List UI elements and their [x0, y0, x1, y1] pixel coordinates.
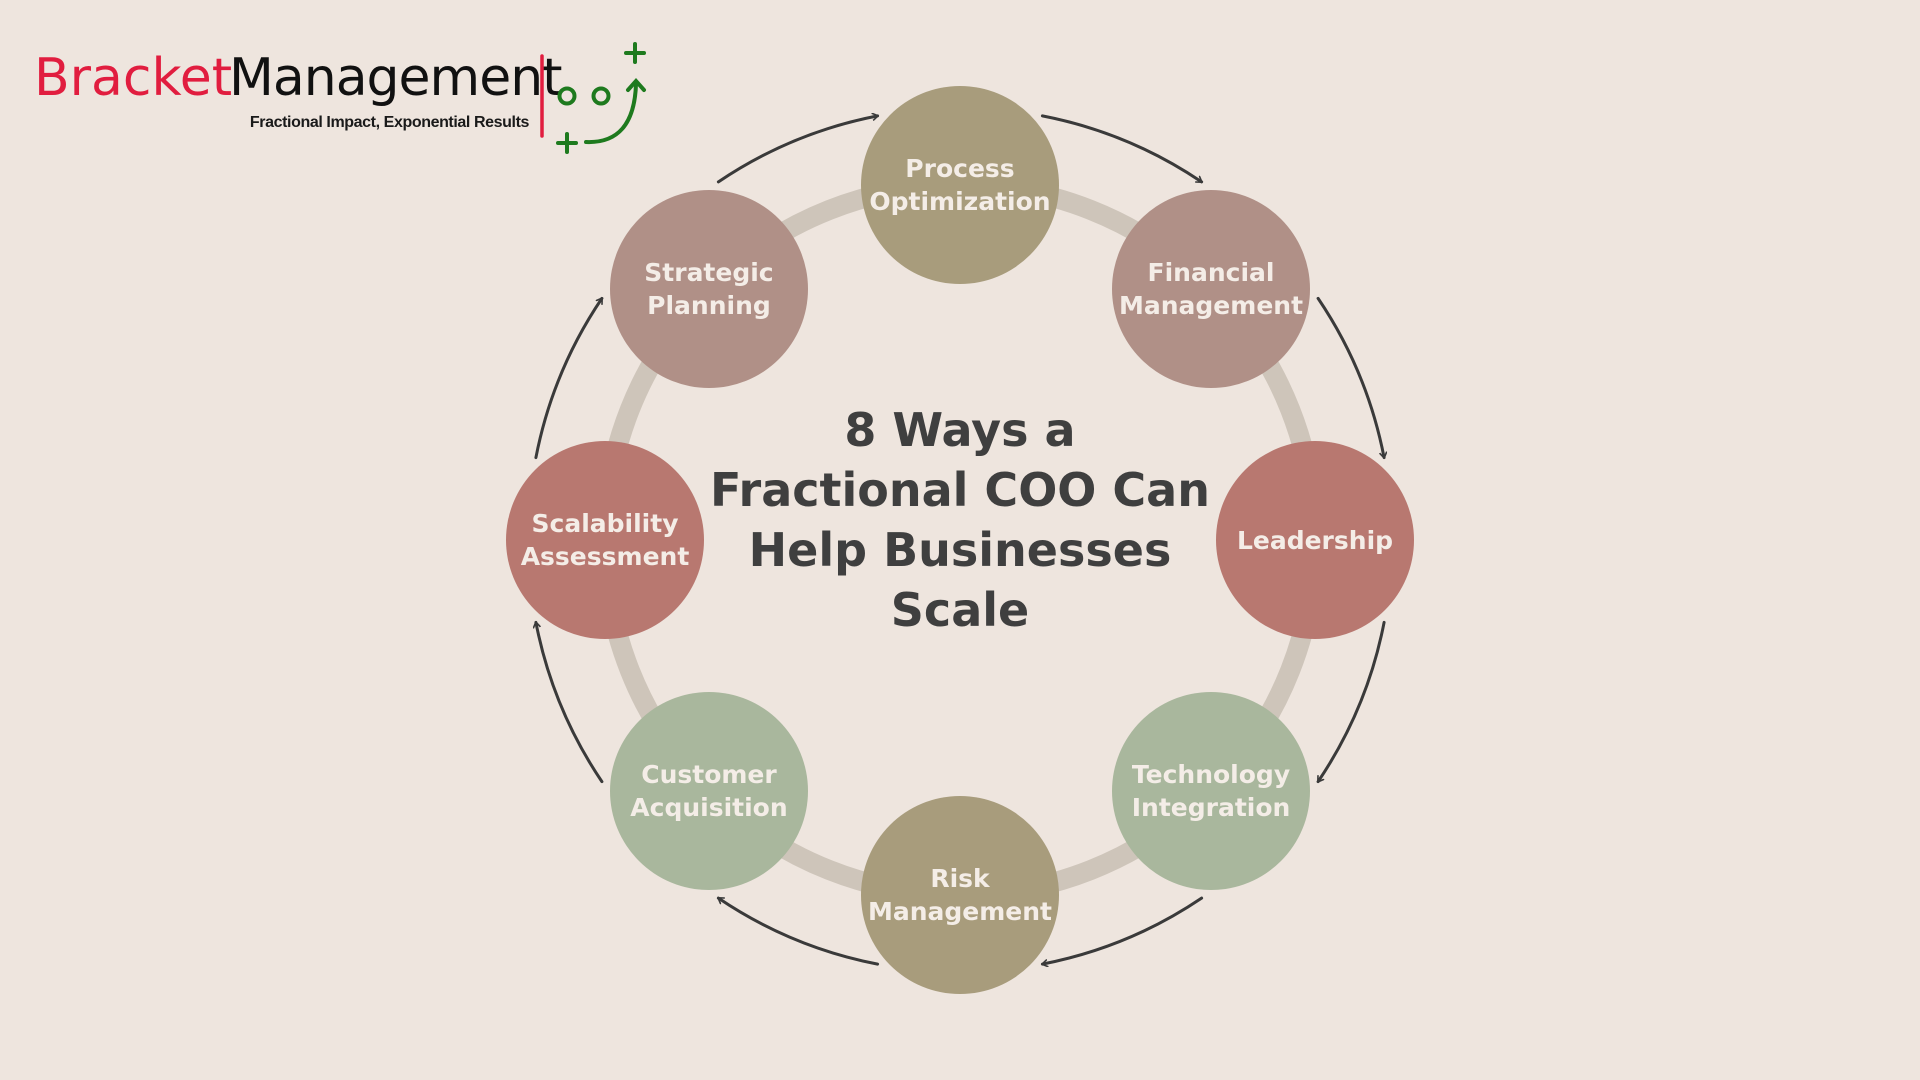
brand-logo: Bracket Management Fractional Impact, Ex… — [0, 0, 700, 170]
cycle-arrow-icon — [534, 296, 604, 460]
cycle-arrow-icon — [1040, 896, 1204, 964]
node-financial-management: Financial Management — [1112, 189, 1311, 388]
node-customer-acquisition: Customer Acquisition — [609, 692, 808, 891]
cycle-arrows — [536, 116, 1384, 964]
node-strategic-planning: Strategic Planning — [609, 189, 808, 388]
node-leadership: Leadership — [1216, 441, 1414, 639]
node-risk-management: Risk Management — [861, 796, 1059, 994]
brand-name-bracket: Bracket — [34, 48, 233, 108]
cycle-arrow-icon — [536, 620, 604, 784]
cycle-arrow-icon — [1316, 296, 1384, 460]
plus-circles-arrow-icon — [540, 42, 646, 154]
brand-tagline: Fractional Impact, Exponential Results — [249, 114, 529, 131]
brand-name-management: Management — [229, 48, 563, 108]
diagram-title: 8 Ways a Fractional COO Can Help Busines… — [710, 403, 1210, 637]
cycle-arrow-icon — [1316, 620, 1386, 784]
node-technology-integration: Technology Integration — [1112, 692, 1311, 891]
cycle-arrow-icon — [716, 116, 880, 184]
cycle-arrow-icon — [1040, 114, 1204, 184]
node-process-optimization: Process Optimization — [861, 86, 1059, 284]
cycle-arrow-icon — [716, 896, 880, 966]
node-scalability-assessment: Scalability Assessment — [506, 441, 704, 639]
